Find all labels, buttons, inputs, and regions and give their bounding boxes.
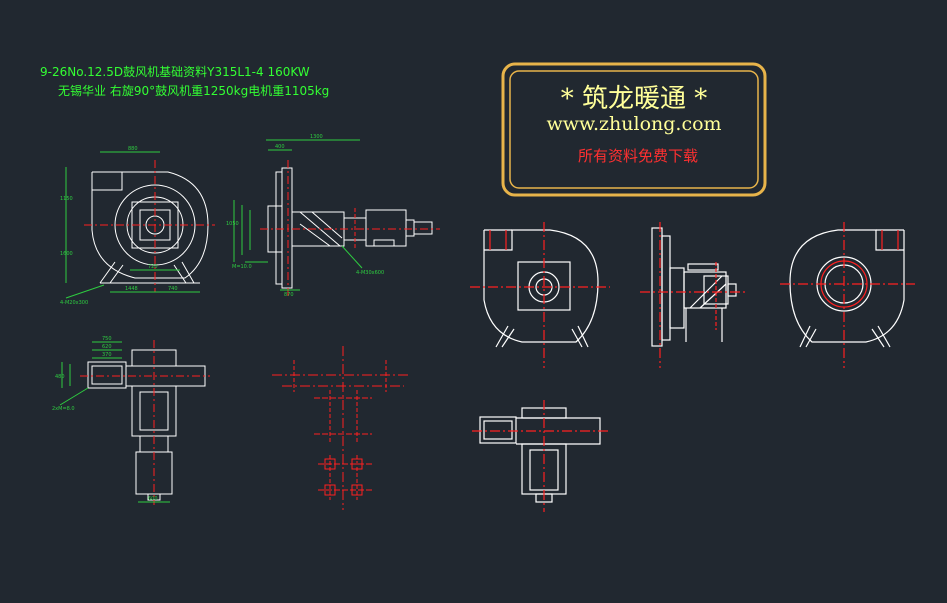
dim-left-height2: 1600	[60, 251, 73, 257]
anchor-note-right: 4-M30x600	[356, 270, 384, 276]
dim-plan-w3: 370	[102, 352, 112, 358]
dim-side-base: 870	[284, 292, 294, 298]
anchor-note-left: 4-M20x300	[60, 300, 88, 306]
dim-side-b: 1050	[226, 221, 239, 227]
dim-plan-right: 600	[148, 496, 158, 502]
dim-bottom-inner: 720	[148, 264, 158, 270]
drawing-title-line2: 无锡华业 右旋90°鼓风机重1250kg电机重1105kg	[58, 83, 329, 98]
dim-side-a: 400	[275, 144, 285, 150]
dim-top-width: 880	[128, 146, 138, 152]
ref-note: M=10.0	[232, 264, 252, 270]
fan-front-view	[470, 222, 610, 368]
watermark-box: * 筑龙暖通 * www.zhulong.com 所有资料免费下载	[501, 62, 767, 197]
dim-plan-left: 480	[55, 374, 65, 380]
dim-base-right: 740	[168, 286, 178, 292]
fan-plan-view	[472, 400, 608, 512]
dim-plan-w1: 750	[102, 336, 112, 342]
fan-rear-view	[780, 222, 915, 368]
watermark-url: www.zhulong.com	[546, 113, 721, 135]
dim-plan-w2: 620	[102, 344, 112, 350]
fan-side-view-dimensioned: 1300 400 1050 870 M=10.0 4-M30x600	[226, 134, 440, 298]
foundation-bolt-layout	[272, 346, 410, 510]
watermark-slogan: 所有资料免费下载	[578, 147, 698, 165]
plan-note: 2xM=8.0	[52, 406, 75, 412]
dim-side-total: 1300	[310, 134, 323, 140]
drawing-title-line1: 9-26No.12.5D鼓风机基础资料Y315L1-4 160KW	[40, 65, 310, 79]
dim-base-width: 1448	[125, 286, 138, 292]
watermark-site-name: * 筑龙暖通 *	[561, 84, 708, 114]
fan-plan-view-dimensioned: 750 620 370 480 2xM=8.0 600	[52, 336, 210, 505]
fan-front-view-dimensioned: 880 1150 1600 1448 740 720 4-M20x300	[60, 146, 215, 306]
fan-side-view	[640, 222, 745, 368]
dim-left-height: 1150	[60, 196, 73, 202]
